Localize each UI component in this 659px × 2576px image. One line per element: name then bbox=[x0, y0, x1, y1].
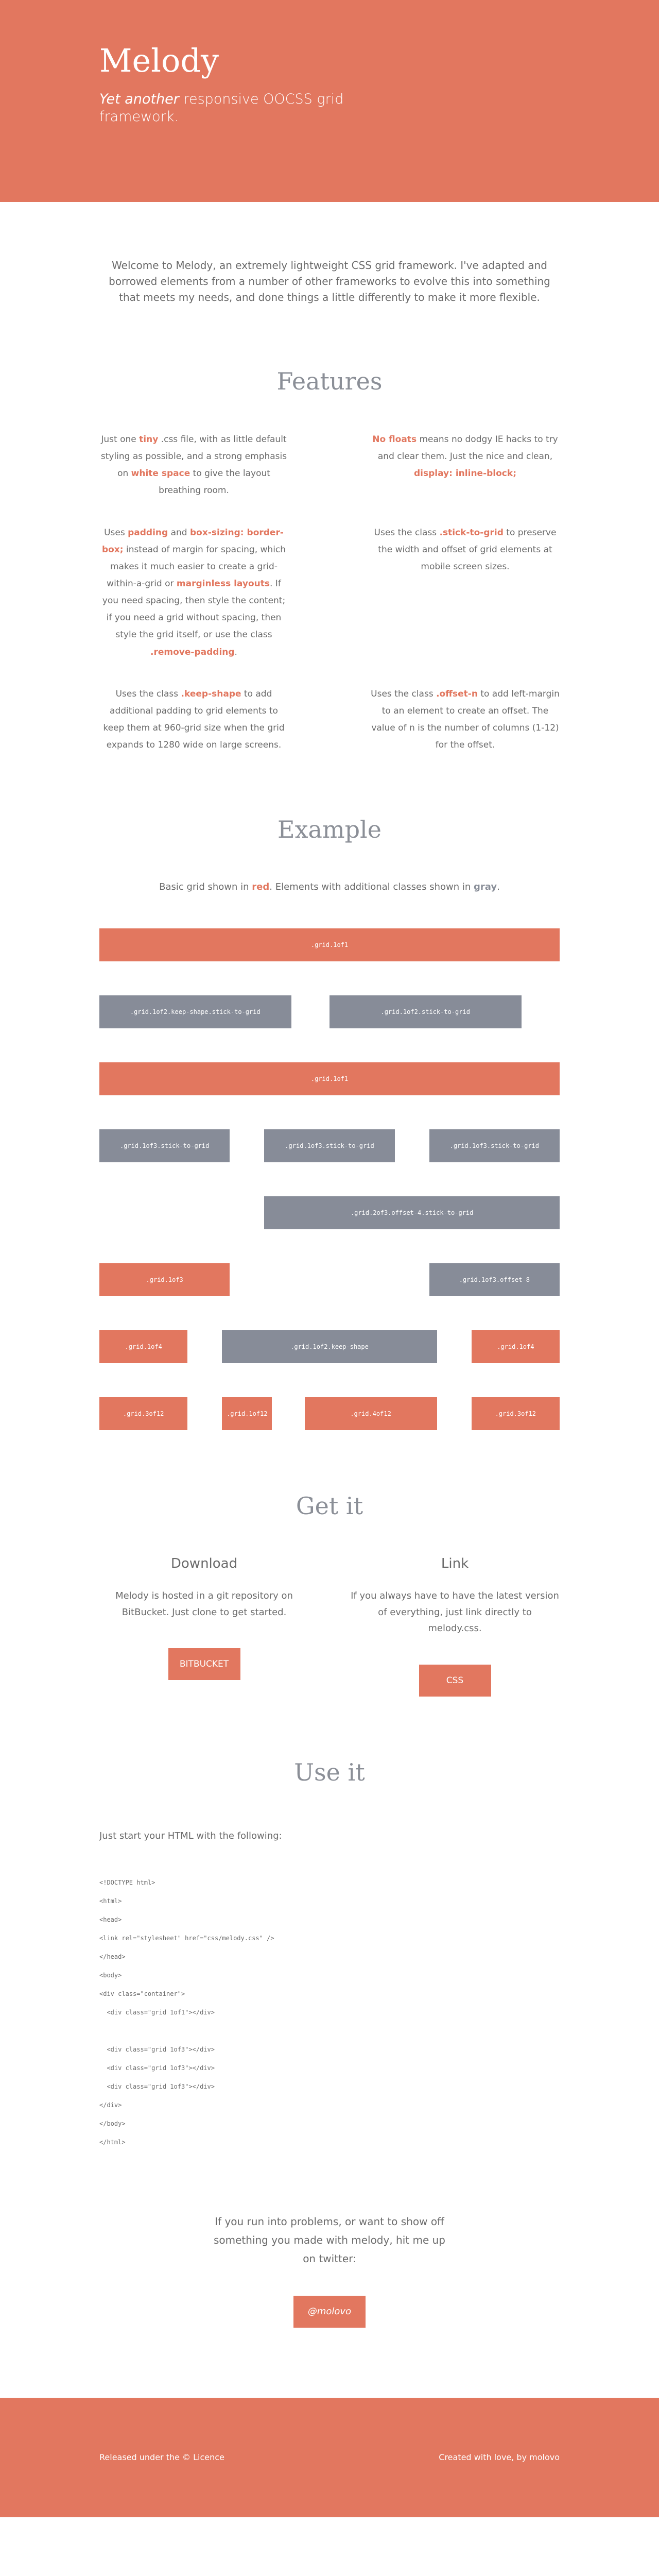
caption-text: . Elements with additional classes shown… bbox=[269, 882, 474, 893]
getit-heading: Get it bbox=[296, 1492, 363, 1520]
grid-cell: .grid.1of1 bbox=[99, 1062, 560, 1096]
feature-item: Uses the class .offset-n to add left-mar… bbox=[371, 686, 560, 754]
download-title: Download bbox=[170, 1556, 238, 1572]
grid-row: .grid.1of3.stick-to-grid .grid.1of3.stick… bbox=[99, 1129, 560, 1163]
grid-cell: .grid.4of12 bbox=[304, 1397, 437, 1431]
feature-text: . If you need spacing, then style the co… bbox=[102, 578, 286, 640]
example-section: Example Basic grid shown in red. Element… bbox=[0, 816, 659, 1431]
grid-cell: .grid.1of2.keep-shape bbox=[222, 1330, 437, 1364]
feature-text: to add additional padding to grid elemen… bbox=[103, 688, 285, 751]
grid-cell: .grid.1of2.stick-to-grid bbox=[330, 995, 522, 1029]
feature-text: Uses the class bbox=[374, 527, 440, 538]
css-button[interactable]: CSS bbox=[419, 1664, 491, 1697]
hero-header: Melody Yet another responsive OOCSS grid… bbox=[0, 0, 659, 202]
grid-row: .grid.1of3 .grid.1of3.offset-8 bbox=[99, 1263, 560, 1297]
contact-text: If you run into problems, or want to sho… bbox=[213, 2215, 445, 2265]
feature-text: Just one bbox=[101, 434, 140, 445]
getit-section: Get it Download Melody is hosted in a gi… bbox=[0, 1492, 659, 1697]
feature-highlight: display: inline-block; bbox=[414, 468, 516, 479]
caption-red: red bbox=[252, 882, 270, 893]
site-title: Melody bbox=[99, 42, 219, 79]
feature-text: Uses the class bbox=[115, 688, 181, 699]
feature-highlight: .stick-to-grid bbox=[439, 527, 504, 538]
feature-item: Uses the class .keep-shape to add additi… bbox=[99, 686, 288, 754]
caption-text: . bbox=[497, 882, 500, 893]
grid-cell: .grid.1of12 bbox=[222, 1397, 272, 1431]
caption-gray: gray bbox=[474, 882, 497, 893]
grid-row: .grid.3of12 .grid.1of12 .grid.4of12 .grid.3… bbox=[99, 1397, 560, 1431]
grid-row: .grid.1of4 .grid.1of2.keep-shape .grid.1of… bbox=[99, 1330, 560, 1364]
feature-text: instead of margin for spacing, which mak… bbox=[107, 544, 286, 589]
feature-highlight: No floats bbox=[372, 434, 417, 445]
feature-text: to give the layout breathing room. bbox=[159, 468, 270, 496]
useit-heading: Use it bbox=[294, 1758, 365, 1786]
feature-text: Uses bbox=[104, 527, 128, 538]
link-column: Link If you always have to have the late… bbox=[350, 1556, 560, 1697]
tagline: Yet another responsive OOCSS grid framew… bbox=[99, 91, 367, 126]
feature-highlight: .keep-shape bbox=[181, 688, 241, 699]
grid-cell: .grid.1of4 bbox=[99, 1330, 188, 1364]
example-caption: Basic grid shown in red. Elements with a… bbox=[0, 882, 659, 892]
grid-cell: .grid.2of3.offset-4.stick-to-grid bbox=[264, 1196, 560, 1230]
features-section: Features Just one tiny .css file, with a… bbox=[0, 367, 659, 754]
link-text: If you always have to have the latest ve… bbox=[351, 1590, 559, 1634]
grid-cell: .grid.1of3 bbox=[99, 1263, 230, 1297]
feature-text: to add left-margin to an element to crea… bbox=[371, 688, 560, 751]
grid-demo: .grid.1of1 .grid.1of2.keep-shape.stick-to… bbox=[99, 928, 560, 1431]
tagline-text: responsive OOCSS grid framework. bbox=[99, 91, 344, 125]
footer: Released under the © Licence Created wit… bbox=[0, 2397, 659, 2517]
feature-highlight: .remove-padding bbox=[150, 647, 235, 657]
feature-item: Uses the class .stick-to-grid to preserv… bbox=[371, 524, 560, 661]
feature-item: Uses padding and box-sizing: border-box;… bbox=[99, 524, 288, 661]
feature-text: to preserve the width and offset of grid… bbox=[378, 527, 557, 572]
feature-item: Just one tiny .css file, with as little … bbox=[99, 431, 288, 500]
grid-cell: .grid.3of12 bbox=[471, 1397, 560, 1431]
grid-cell: .grid.1of3.offset-8 bbox=[429, 1263, 560, 1297]
feature-highlight: .offset-n bbox=[436, 688, 478, 699]
code-sample: <!DOCTYPE html> <html> <head> <link rel=… bbox=[99, 1878, 274, 2146]
grid-cell: .grid.1of3.stick-to-grid bbox=[264, 1129, 395, 1163]
download-text: Melody is hosted in a git repository on … bbox=[115, 1590, 293, 1618]
feature-text: Uses the class bbox=[371, 688, 437, 699]
grid-cell: .grid.1of3.stick-to-grid bbox=[429, 1129, 560, 1163]
caption-text: Basic grid shown in bbox=[159, 882, 252, 893]
features-heading: Features bbox=[276, 367, 383, 395]
grid-cell: .grid.1of4 bbox=[471, 1330, 560, 1364]
example-heading: Example bbox=[278, 816, 381, 844]
grid-cell: .grid.1of2.keep-shape.stick-to-grid bbox=[99, 995, 291, 1029]
useit-lead: Just start your HTML with the following: bbox=[99, 1830, 282, 1841]
grid-cell: .grid.1of1 bbox=[99, 928, 560, 962]
feature-highlight: marginless layouts bbox=[176, 578, 270, 589]
getit-grid: Download Melody is hosted in a git repos… bbox=[99, 1556, 560, 1697]
footer-licence[interactable]: Released under the © Licence bbox=[99, 2452, 224, 2462]
feature-item: No floats means no dodgy IE hacks to try… bbox=[371, 431, 560, 500]
grid-row: .grid.2of3.offset-4.stick-to-grid bbox=[99, 1196, 560, 1230]
link-title: Link bbox=[441, 1556, 469, 1572]
download-column: Download Melody is hosted in a git repos… bbox=[99, 1556, 309, 1697]
feature-text: and bbox=[168, 527, 190, 538]
feature-text: .css file, with as little default stylin… bbox=[100, 434, 287, 479]
grid-cell: .grid.3of12 bbox=[99, 1397, 188, 1431]
feature-highlight: white space bbox=[131, 468, 190, 479]
useit-section: Use it Just start your HTML with the fol… bbox=[0, 1758, 659, 2151]
grid-row: .grid.1of1 bbox=[99, 1062, 560, 1096]
features-grid: Just one tiny .css file, with as little … bbox=[99, 431, 560, 754]
grid-cell: .grid.1of3.stick-to-grid bbox=[99, 1129, 230, 1163]
footer-credit[interactable]: Created with love, by molovo bbox=[439, 2452, 560, 2462]
feature-highlight: padding bbox=[128, 527, 168, 538]
feature-highlight: tiny bbox=[139, 434, 159, 445]
tagline-emphasis: Yet another bbox=[99, 91, 179, 108]
feature-highlight: box-sizing: border-box; bbox=[101, 527, 284, 555]
bitbucket-button[interactable]: Bitbucket bbox=[168, 1648, 240, 1681]
feature-text: . bbox=[234, 647, 237, 657]
twitter-button[interactable]: @molovo bbox=[293, 2295, 366, 2328]
feature-text: means no dodgy IE hacks to try and clear… bbox=[377, 434, 558, 462]
intro-text: Welcome to Melody, an extremely lightwei… bbox=[109, 259, 550, 303]
grid-row: .grid.1of1 bbox=[99, 928, 560, 962]
grid-row: .grid.1of2.keep-shape.stick-to-grid .grid… bbox=[99, 995, 560, 1029]
